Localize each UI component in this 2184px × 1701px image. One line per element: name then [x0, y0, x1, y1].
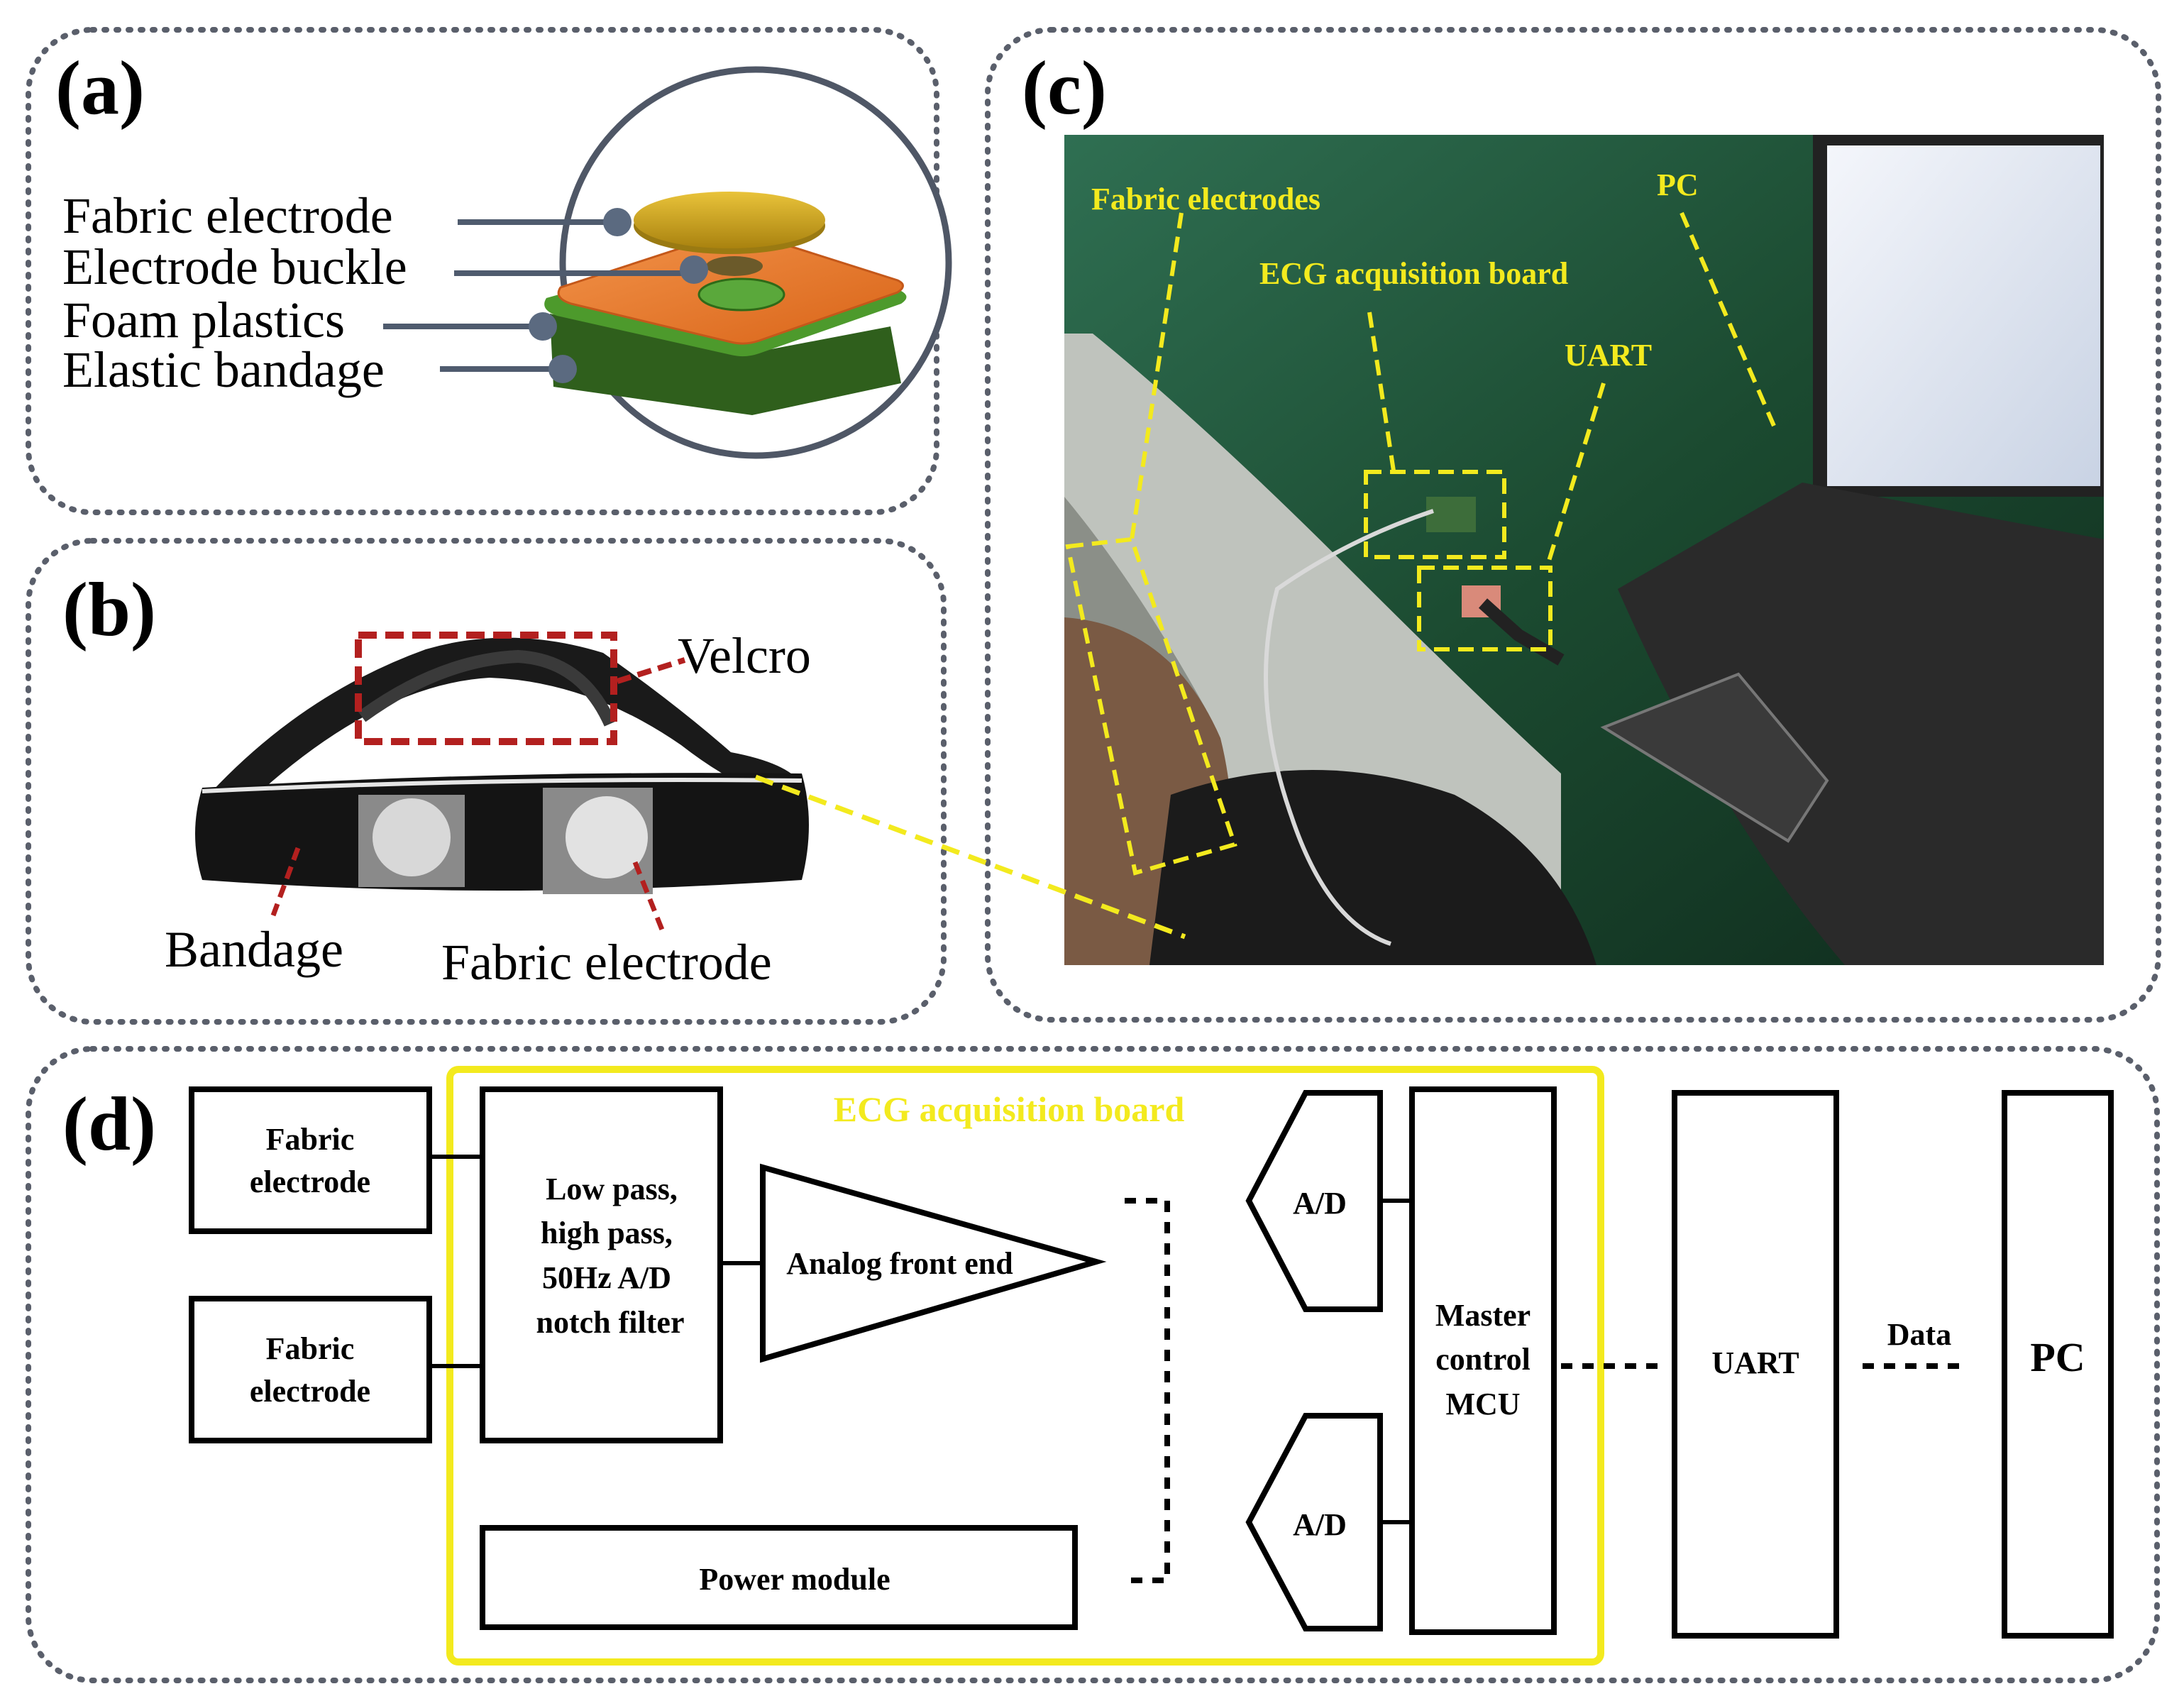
- bandage-front-band: [195, 773, 809, 891]
- dashed-connections: [1125, 1198, 1969, 1583]
- mcu-line-3: MCU: [1445, 1387, 1520, 1421]
- panel-c: (c) Fabric electrodes: [985, 27, 2161, 1023]
- uart-leader: [1545, 382, 1606, 568]
- fabric-electrodes-region: [1065, 536, 1237, 876]
- fabric-electrode-1-line-2: electrode: [250, 1165, 370, 1199]
- headband-photo: [195, 637, 809, 894]
- adc-2-label: A/D: [1293, 1507, 1347, 1542]
- panel-d-tag: (d): [62, 1082, 156, 1167]
- photo-label-pc: PC: [1657, 167, 1699, 202]
- adc-block-1: [1245, 1090, 1383, 1312]
- fabric-electrode-block-2: [189, 1296, 432, 1443]
- label-foam-plastics: Foam plastics: [62, 292, 345, 348]
- setup-photo: [1064, 135, 2104, 965]
- layer-leader-lines: [383, 219, 692, 372]
- panel-c-tag: (c): [1022, 46, 1107, 131]
- panel-d-border: [26, 1046, 2160, 1683]
- analog-front-end-label: Analog front end: [786, 1246, 1013, 1281]
- label-fabric-electrode: Fabric electrode: [62, 187, 393, 244]
- uart-box: [1417, 566, 1552, 651]
- pc-block: [2002, 1090, 2114, 1639]
- uart-block: [1672, 1090, 1839, 1639]
- pc-label: PC: [2030, 1334, 2085, 1380]
- bandage-inner-edge: [202, 778, 803, 793]
- fabric-electrode-2-line-2: electrode: [250, 1374, 370, 1409]
- photo-label-ecg-board: ECG acquisition board: [1259, 256, 1568, 291]
- label-velcro: Velcro: [678, 627, 811, 684]
- photo-label-fabric-electrodes: Fabric electrodes: [1091, 182, 1320, 216]
- panel-a: (a) Fabric electrode Electrode buckle: [26, 27, 952, 515]
- dark-clothing: [1149, 770, 1596, 965]
- ecg-board-outline: [446, 1066, 1604, 1666]
- bandage-back-strap: [202, 637, 802, 816]
- photo-label-uart: UART: [1565, 338, 1652, 373]
- usb-cable: [1478, 598, 1565, 666]
- panel-b-tag: (b): [62, 568, 156, 652]
- fabric-electrode-2-line-1: Fabric: [266, 1331, 355, 1366]
- electrode-pointer: [632, 861, 666, 935]
- filter-line-3: 50Hz A/D: [542, 1260, 671, 1295]
- uart-label: UART: [1711, 1345, 1799, 1380]
- ecg-board-box: [1364, 470, 1506, 559]
- pc-leader: [1680, 211, 1776, 427]
- ecg-board-photo: [1426, 497, 1476, 532]
- electrode-1-pad: [373, 798, 451, 876]
- data-label: Data: [1887, 1317, 1951, 1352]
- elastic-bandage-layer: [550, 314, 901, 415]
- adc-block-2: [1245, 1413, 1383, 1631]
- label-fabric-electrode-b: Fabric electrode: [441, 934, 772, 991]
- ecg-board-leader: [1367, 312, 1396, 476]
- label-electrode-buckle: Electrode buckle: [62, 238, 407, 295]
- electrode-2-pad: [566, 796, 648, 879]
- velcro-pointer: [616, 657, 686, 684]
- filter-line-1: Low pass,: [546, 1172, 678, 1206]
- fabric-electrode-block-1: [189, 1086, 432, 1234]
- panel-d: (d) ECG acquisition board: [26, 1046, 2160, 1683]
- filter-line-4: notch filter: [536, 1305, 685, 1340]
- electrode-cables: [1264, 509, 1434, 946]
- block-connections: [429, 1155, 1412, 1524]
- b-to-c-connector: [754, 774, 1186, 940]
- bandage-pointer: [270, 847, 301, 917]
- laptop-touchpad: [1600, 672, 1829, 843]
- ecg-board-title: ECG acquisition board: [834, 1089, 1185, 1129]
- mcu-block: [1409, 1086, 1557, 1635]
- layer-leader-dots: [529, 208, 708, 383]
- panel-b: (b) Velcro Bandage Fabric electrode: [26, 538, 947, 1025]
- panel-c-border: [985, 27, 2161, 1023]
- power-module-label: Power module: [699, 1562, 890, 1597]
- panel-b-border: [26, 538, 947, 1025]
- velcro-highlight-box: [355, 632, 617, 745]
- block-diagram-shapes: [189, 1086, 2114, 1639]
- laptop-screen: [1827, 145, 2100, 486]
- panel-a-tag: (a): [55, 46, 145, 131]
- laptop-base: [1618, 483, 2104, 965]
- power-module-block: [480, 1525, 1078, 1630]
- adc-1-label: A/D: [1293, 1186, 1347, 1221]
- buckle-hole: [697, 277, 785, 312]
- panel-a-border: [26, 27, 939, 515]
- label-bandage: Bandage: [165, 921, 343, 978]
- fabric-electrode-disc: [634, 192, 825, 248]
- fabric-electrode-1-line-1: Fabric: [266, 1122, 355, 1157]
- photo-annotations: [1065, 211, 1776, 876]
- velcro-strip: [358, 649, 617, 727]
- mcu-line-2: control: [1435, 1342, 1531, 1377]
- label-elastic-bandage: Elastic bandage: [62, 341, 385, 398]
- mcu-line-1: Master: [1435, 1298, 1531, 1333]
- fabric-electrodes-leader: [1130, 212, 1184, 540]
- electrode-buckle-part: [706, 256, 763, 276]
- filter-line-2: high pass,: [541, 1216, 673, 1250]
